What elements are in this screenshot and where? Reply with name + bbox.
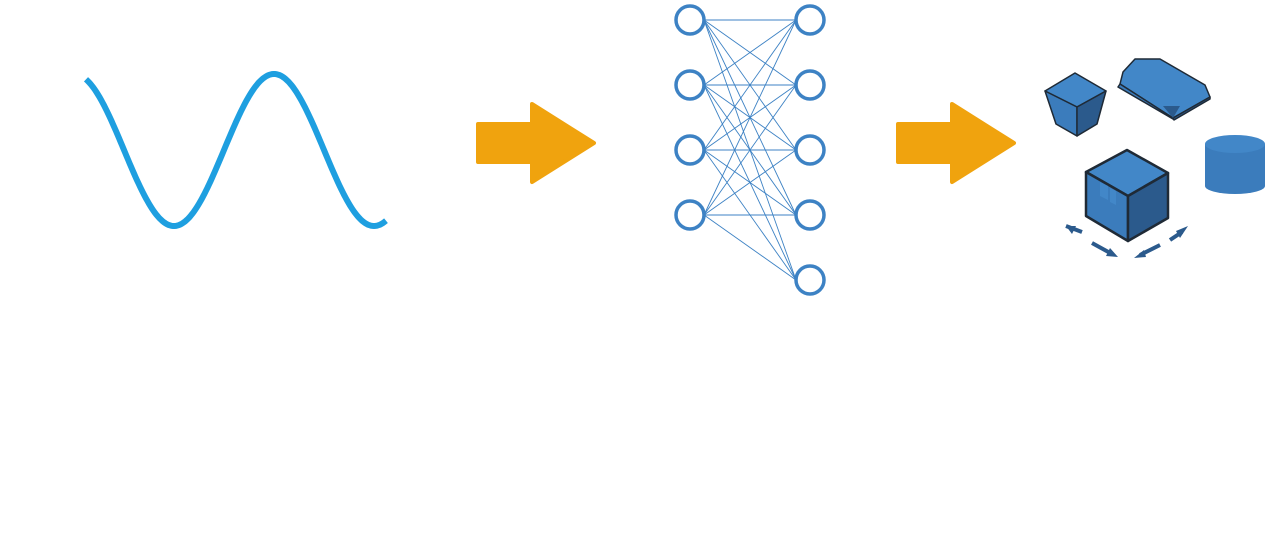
network-edge — [703, 19, 797, 216]
input-node — [674, 199, 706, 231]
sine-wave-graphic — [83, 71, 388, 230]
3d-objects-graphic — [1044, 58, 1265, 258]
input-node — [674, 134, 706, 166]
network-edges — [703, 19, 797, 281]
network-edge — [703, 149, 797, 216]
output-node — [794, 264, 826, 296]
input-node — [674, 4, 706, 36]
right-arrow-icon — [474, 100, 598, 188]
input-node — [674, 69, 706, 101]
arrow-shape — [476, 102, 596, 184]
cylinder-shape — [1205, 135, 1265, 194]
neural-network-graphic — [674, 4, 826, 296]
wedge-shape — [1117, 58, 1211, 121]
sine-wave-icon — [80, 60, 392, 240]
output-node — [794, 199, 826, 231]
arrow-shape — [896, 102, 1016, 184]
3d-shapes-icon — [1030, 50, 1280, 270]
cube-shape — [1084, 148, 1170, 243]
frustum-shape — [1044, 72, 1107, 137]
network-edge — [703, 19, 797, 86]
network-edge — [703, 84, 797, 216]
neural-network-icon — [660, 0, 840, 300]
output-node — [794, 134, 826, 166]
right-arrow-icon — [894, 100, 1018, 188]
network-edge — [703, 214, 797, 281]
sine-wave-curve — [83, 71, 388, 230]
output-node — [794, 4, 826, 36]
movement-arrows — [1065, 224, 1188, 258]
network-edge — [703, 19, 797, 151]
output-node — [794, 69, 826, 101]
